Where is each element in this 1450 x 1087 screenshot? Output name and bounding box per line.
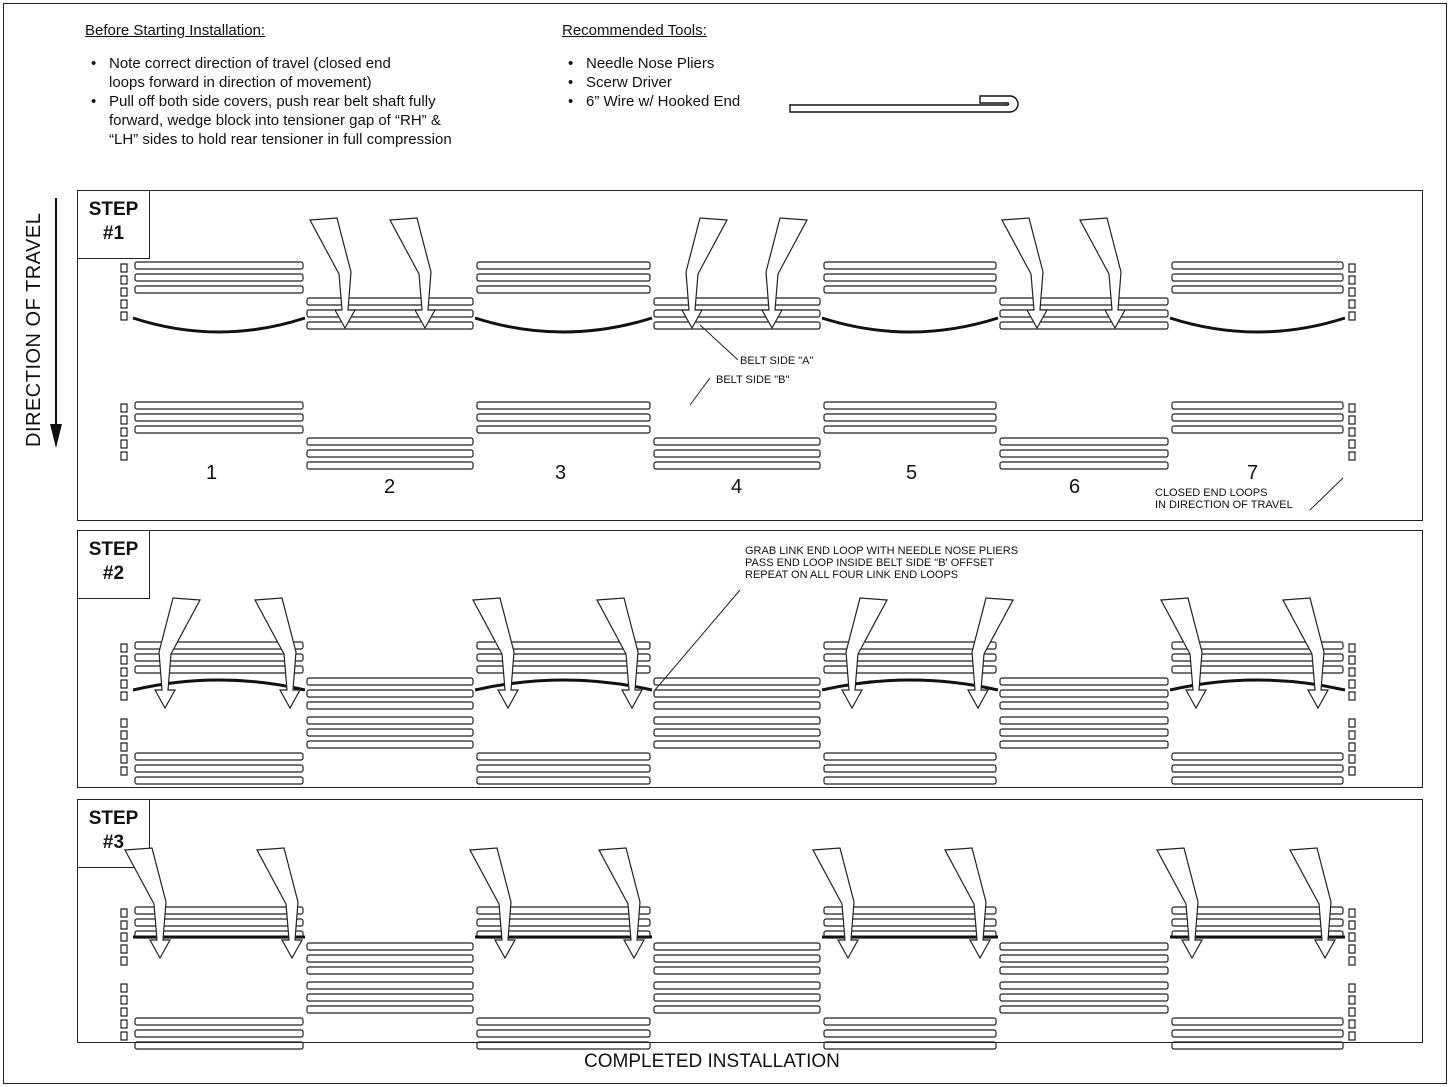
belt	[120, 716, 1356, 785]
segment-number: 1	[206, 462, 218, 484]
pliers-icon	[1079, 217, 1127, 330]
belt	[120, 401, 1356, 470]
segment-number: 2	[384, 476, 396, 498]
pliers-icon	[1282, 597, 1330, 710]
link-wire	[474, 316, 653, 334]
belt	[120, 261, 1356, 330]
pliers-icon	[1289, 847, 1337, 960]
segment-number: 6	[1069, 476, 1081, 498]
before-heading: Before Starting Installation:	[85, 22, 266, 39]
pliers-icon	[309, 217, 357, 330]
step2-label: STEP#2	[78, 531, 150, 599]
pliers-icon	[944, 847, 992, 960]
before-item: Note correct direction of travel (closed…	[85, 54, 452, 92]
belt	[120, 981, 1356, 1050]
link-wire	[474, 678, 653, 692]
step1-label: STEP#1	[78, 191, 150, 259]
step2-panel: STEP#2	[77, 530, 1423, 788]
tools-list: Needle Nose Pliers Scerw Driver 6” Wire …	[562, 54, 740, 111]
segment-number: 5	[906, 462, 918, 484]
instruction-sheet	[3, 3, 1447, 1084]
belt	[120, 641, 1356, 710]
pliers-icon	[1001, 217, 1049, 330]
pliers-icon	[596, 597, 644, 710]
pliers-icon	[966, 597, 1014, 710]
step3-panel: STEP#3	[77, 799, 1423, 1043]
pliers-icon	[598, 847, 646, 960]
tool-item: Scerw Driver	[562, 73, 740, 92]
pliers-icon	[256, 847, 304, 960]
link-wire	[132, 678, 306, 692]
completed-installation-caption: COMPLETED INSTALLATION	[584, 1051, 840, 1072]
closed-end-note: CLOSED END LOOPS IN DIRECTION OF TRAVEL	[1155, 487, 1293, 511]
step3-label: STEP#3	[78, 800, 150, 868]
pliers-icon	[472, 597, 520, 710]
pliers-icon	[153, 597, 201, 710]
step2-note: GRAB LINK END LOOP WITH NEEDLE NOSE PLIE…	[745, 545, 1019, 581]
pliers-icon	[760, 217, 808, 330]
belt-side-b-label: BELT SIDE "B"	[716, 374, 790, 386]
pliers-icon	[1160, 597, 1208, 710]
step1-panel: STEP#1	[77, 190, 1423, 521]
pliers-icon	[1156, 847, 1204, 960]
segment-number: 4	[731, 476, 743, 498]
link-wire	[1169, 678, 1346, 692]
segment-number: 3	[555, 462, 567, 484]
tool-item: 6” Wire w/ Hooked End	[562, 92, 740, 111]
before-list: Note correct direction of travel (closed…	[85, 54, 452, 149]
pliers-icon	[812, 847, 860, 960]
pliers-icon	[389, 217, 437, 330]
pliers-icon	[469, 847, 517, 960]
segment-number: 7	[1247, 462, 1259, 484]
belt-side-a-label: BELT SIDE "A"	[740, 355, 814, 367]
tool-item: Needle Nose Pliers	[562, 54, 740, 73]
pliers-icon	[680, 217, 728, 330]
pliers-icon	[840, 597, 888, 710]
pliers-icon	[124, 847, 172, 960]
link-wire	[132, 316, 306, 334]
pliers-icon	[254, 597, 302, 710]
tools-heading: Recommended Tools:	[562, 22, 707, 39]
link-wire	[1169, 316, 1346, 334]
belt	[120, 906, 1356, 975]
before-item: Pull off both side covers, push rear bel…	[85, 92, 452, 149]
link-wire	[821, 316, 999, 334]
